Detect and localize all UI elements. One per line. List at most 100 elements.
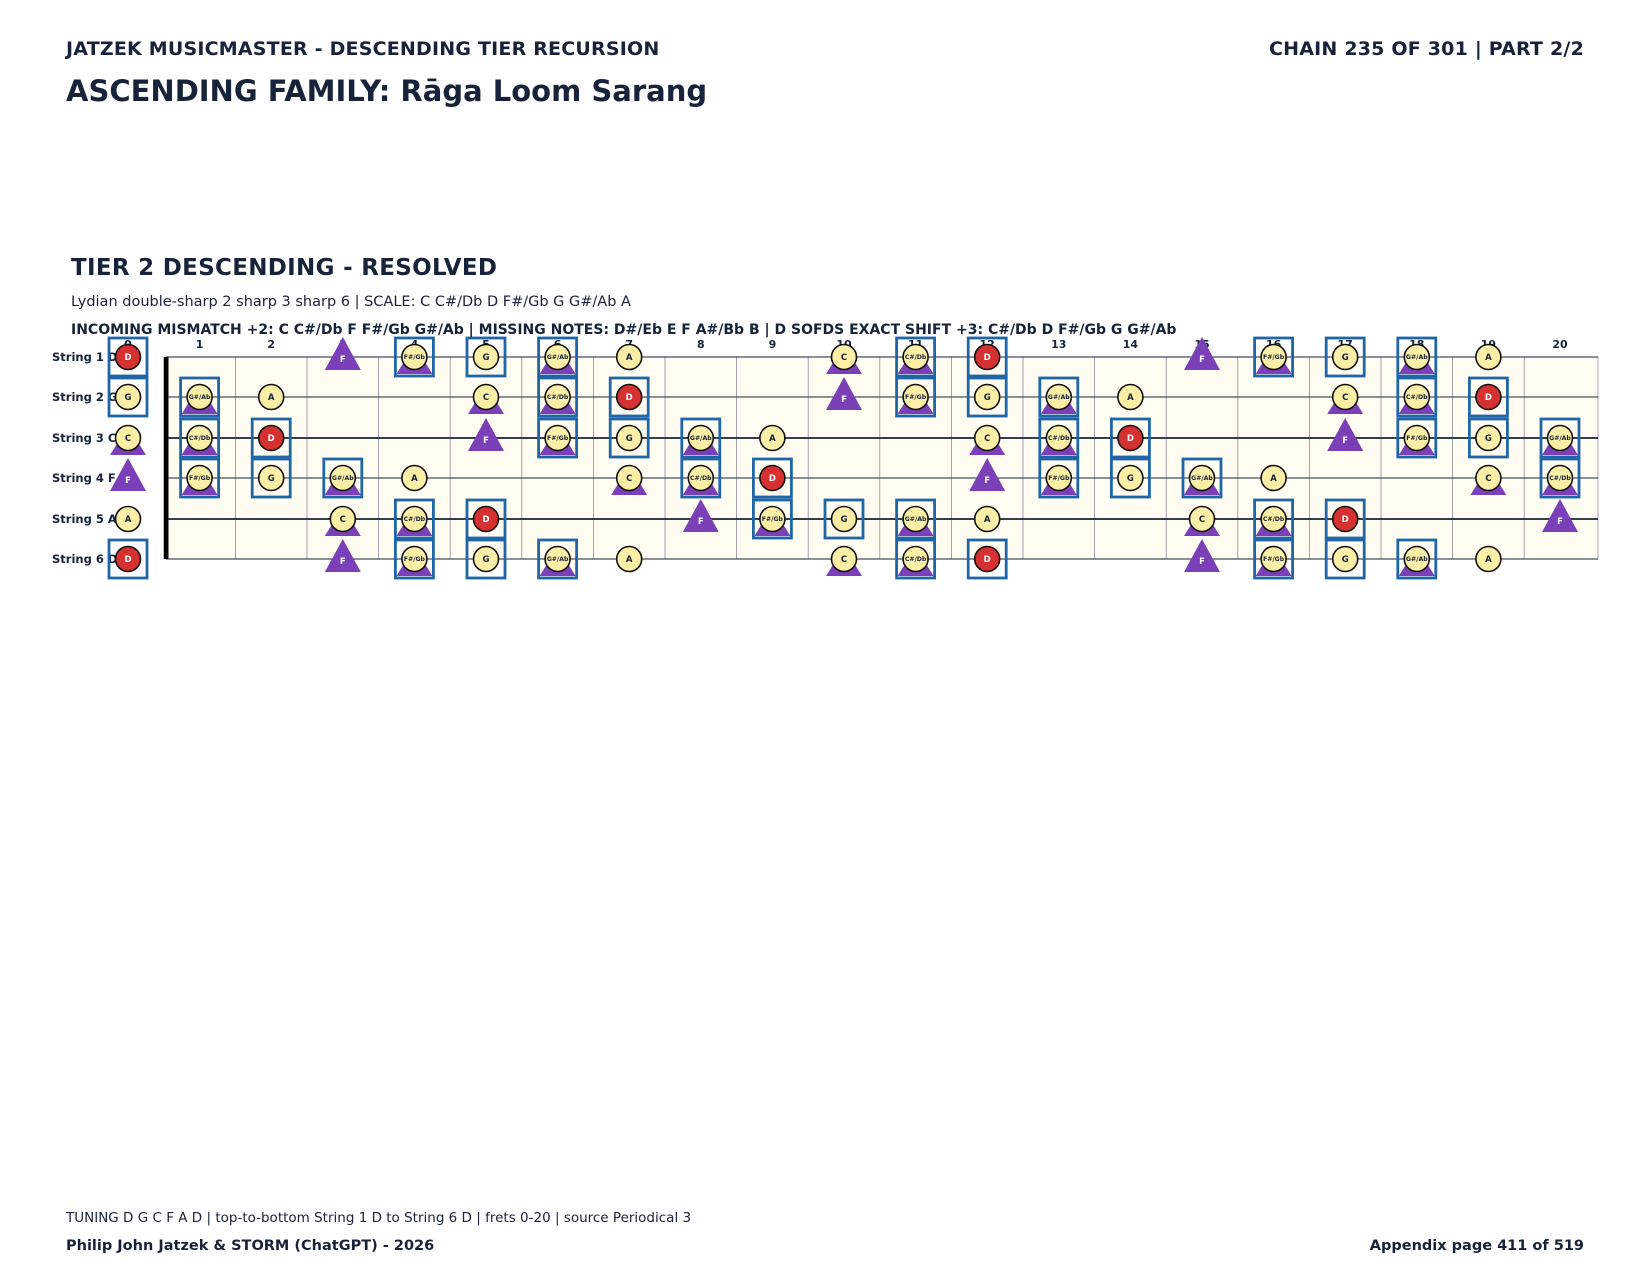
scale-note-marker xyxy=(114,424,142,452)
scale-note-marker xyxy=(1045,464,1073,492)
note-label: F#/Gb xyxy=(1048,475,1070,482)
highlight-box xyxy=(107,376,149,418)
highlight-box xyxy=(465,498,507,540)
scale-note-marker xyxy=(186,383,213,411)
scale-note-marker xyxy=(1331,383,1359,411)
note-label: D xyxy=(626,393,633,403)
note-label: A xyxy=(626,555,633,565)
note-label: D xyxy=(1342,515,1349,525)
nut xyxy=(164,357,169,559)
note-label: G xyxy=(1127,474,1134,484)
note-label: D xyxy=(1127,434,1134,444)
highlight-box xyxy=(1038,417,1080,459)
highlight-box xyxy=(895,498,936,540)
scale-note-marker xyxy=(186,424,213,452)
note-label: A xyxy=(1485,353,1492,363)
highlight-box xyxy=(1468,417,1509,459)
incoming-triangle-marker xyxy=(1184,539,1220,572)
note-label: F xyxy=(1199,557,1205,567)
note-label: G#/Ab xyxy=(547,556,569,563)
highlight-box xyxy=(752,457,793,499)
highlight-box xyxy=(823,498,865,540)
highlight-box xyxy=(1038,376,1080,418)
note-label: F xyxy=(1342,436,1348,446)
note-label: C#/Db xyxy=(1263,516,1285,523)
highlight-box xyxy=(608,417,650,459)
string-label: String 3 C xyxy=(52,431,116,445)
highlight-box xyxy=(1396,376,1438,418)
note-label: G xyxy=(483,353,490,363)
scale-note-marker xyxy=(902,343,929,371)
scale-note-marker xyxy=(830,545,858,573)
highlight-box xyxy=(608,376,650,418)
note-label: F xyxy=(841,395,847,405)
highlight-box xyxy=(680,417,722,459)
note-label: G xyxy=(1485,434,1492,444)
highlight-box xyxy=(537,538,578,580)
root-note-marker xyxy=(114,343,142,371)
highlight-box xyxy=(1038,457,1080,499)
highlight-box xyxy=(1324,336,1366,378)
note-label: A xyxy=(984,515,991,525)
scale-note-marker xyxy=(1117,383,1144,411)
incoming-triangle-marker xyxy=(110,458,146,491)
scale-note-marker xyxy=(1403,343,1431,371)
root-note-marker xyxy=(1117,424,1144,452)
incoming-triangle-marker xyxy=(1542,499,1578,532)
scale-note-marker xyxy=(544,545,571,573)
chain-info: CHAIN 235 OF 301 | PART 2/2 xyxy=(1268,38,1584,60)
scale-note-marker xyxy=(186,464,213,492)
note-label: G xyxy=(841,515,848,525)
scale-note-marker xyxy=(1260,545,1287,573)
scale-note-marker xyxy=(401,464,428,492)
scale-note-marker xyxy=(257,464,285,492)
scale-note-marker xyxy=(1475,545,1502,573)
family-title: ASCENDING FAMILY: Rāga Loom Sarang xyxy=(66,74,708,108)
footer-tuning-note: TUNING D G C F A D | top-to-bottom Strin… xyxy=(66,1210,692,1226)
scale-note-marker xyxy=(114,505,142,533)
highlight-box xyxy=(1396,538,1438,580)
note-label: D xyxy=(769,474,776,484)
highlight-box xyxy=(250,417,292,459)
note-label: C xyxy=(626,474,632,484)
scale-description: Lydian double-sharp 2 sharp 3 sharp 6 | … xyxy=(71,294,631,310)
fret-number: 13 xyxy=(1051,338,1066,351)
highlight-box xyxy=(1468,376,1509,418)
scale-note-marker xyxy=(1117,464,1144,492)
root-note-marker xyxy=(114,545,142,573)
root-note-marker xyxy=(1331,505,1359,533)
highlight-box xyxy=(895,376,936,418)
highlight-box xyxy=(537,336,578,378)
note-label: F#/Gb xyxy=(547,435,569,442)
note-label: G#/Ab xyxy=(1406,556,1428,563)
footer-credit: Philip John Jatzek & STORM (ChatGPT) - 2… xyxy=(66,1238,435,1254)
note-label: C#/Db xyxy=(905,354,927,361)
incoming-triangle-marker xyxy=(324,337,361,370)
series-title: JATZEK MUSICMASTER - DESCENDING TIER REC… xyxy=(66,38,660,60)
note-label: F#/Gb xyxy=(1263,354,1285,361)
highlight-box xyxy=(250,457,292,499)
highlight-box xyxy=(107,538,149,580)
scale-note-marker xyxy=(973,383,1001,411)
incoming-triangle-marker xyxy=(324,539,361,572)
note-label: D xyxy=(124,353,131,363)
scale-note-marker xyxy=(615,545,643,573)
highlight-box xyxy=(1181,457,1223,499)
note-label: G#/Ab xyxy=(189,394,211,401)
note-label: C#/Db xyxy=(905,556,927,563)
tier-title: TIER 2 DESCENDING - RESOLVED xyxy=(71,255,498,281)
scale-note-marker xyxy=(830,505,858,533)
note-label: F xyxy=(1557,517,1563,527)
scale-note-marker xyxy=(759,505,786,533)
highlight-box xyxy=(393,498,435,540)
scale-note-marker xyxy=(973,424,1001,452)
highlight-box xyxy=(393,336,435,378)
note-label: F#/Gb xyxy=(1406,435,1428,442)
highlight-box xyxy=(1396,417,1438,459)
note-label: D xyxy=(984,555,991,565)
scale-note-marker xyxy=(615,464,643,492)
analysis-line: INCOMING MISMATCH +2: C C#/Db F F#/Gb G#… xyxy=(71,322,1177,338)
scale-note-marker xyxy=(615,424,643,452)
highlight-box xyxy=(1253,336,1294,378)
note-label: G xyxy=(984,393,991,403)
